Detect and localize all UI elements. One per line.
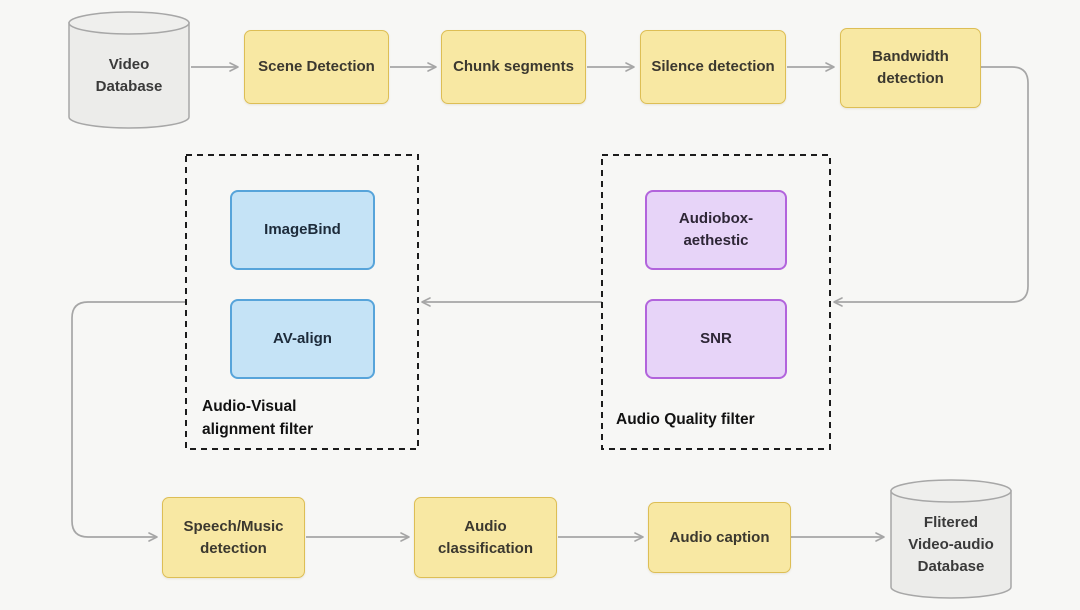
silence-detection-node: Silence detection xyxy=(640,30,786,104)
audio-quality-filter-label: Audio Quality filter xyxy=(616,411,755,428)
arrow-alignment-to-speechmusic xyxy=(71,301,186,542)
audio-caption-node: Audio caption xyxy=(648,502,791,573)
scene-detection-node: Scene Detection xyxy=(244,30,389,104)
snr-node: SNR xyxy=(645,299,787,379)
bandwidth-detection-node: Bandwidth detection xyxy=(840,28,981,108)
database-cylinder-icon xyxy=(890,479,1012,599)
video-database-node: Video Database xyxy=(68,10,190,130)
filtered-database-node: Flitered Video-audio Database xyxy=(890,478,1012,600)
chunk-segments-node: Chunk segments xyxy=(441,30,586,104)
audio-visual-filter-label: Audio-Visual alignment filter xyxy=(202,398,314,438)
imagebind-node: ImageBind xyxy=(230,190,375,270)
speech-music-detection-node: Speech/Music detection xyxy=(162,497,305,578)
av-align-node: AV-align xyxy=(230,299,375,379)
arrow-bandwidth-to-quality-filter xyxy=(833,66,1029,307)
audiobox-aethestic-node: Audiobox- aethestic xyxy=(645,190,787,270)
audio-classification-node: Audio classification xyxy=(414,497,557,578)
database-cylinder-icon xyxy=(68,11,190,129)
audio-quality-filter-group-border xyxy=(601,154,831,450)
filtered-database-label: Flitered Video-audio Database xyxy=(908,514,994,575)
audio-visual-filter-group-border xyxy=(185,154,419,450)
video-database-label: Video Database xyxy=(95,56,163,95)
